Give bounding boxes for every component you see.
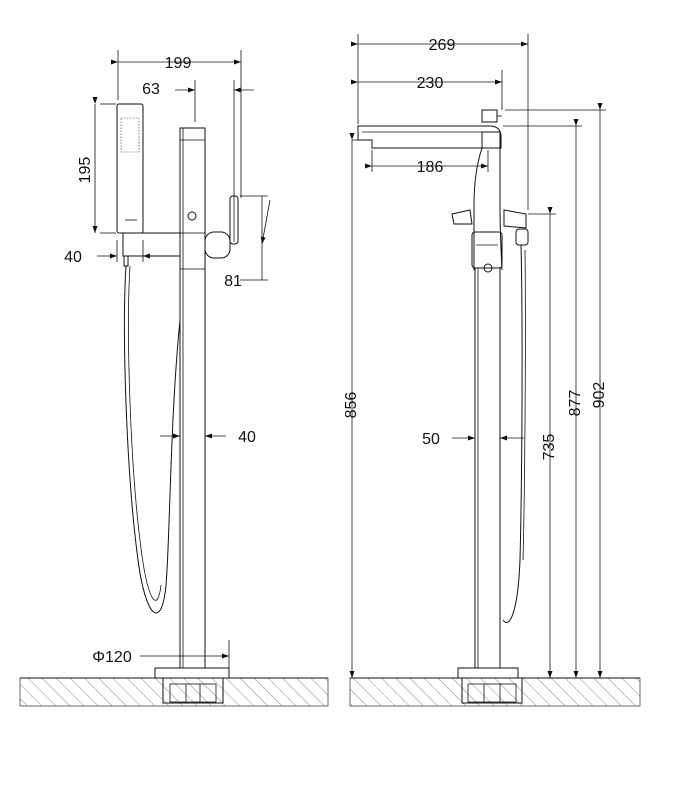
side-base-plate bbox=[154, 667, 230, 679]
floor-side-view bbox=[19, 677, 329, 707]
dim-230: 230 bbox=[417, 75, 444, 92]
dim-856: 856 bbox=[343, 392, 360, 419]
front-dimension-lines bbox=[349, 34, 606, 678]
dim-199: 199 bbox=[165, 55, 192, 72]
dim-50: 50 bbox=[422, 431, 440, 448]
side-dimension-labels: 199 63 195 40 81 40 Φ120 bbox=[64, 55, 256, 666]
dim-63: 63 bbox=[142, 81, 160, 98]
dim-735: 735 bbox=[541, 434, 558, 461]
side-valve-dot bbox=[187, 211, 197, 221]
side-view-faucet bbox=[116, 103, 239, 704]
dim-40-handshower: 40 bbox=[64, 249, 82, 266]
front-view-faucet bbox=[357, 109, 529, 704]
dim-195: 195 bbox=[77, 157, 94, 184]
dim-phi120: Φ120 bbox=[92, 649, 132, 666]
dim-186: 186 bbox=[417, 159, 444, 176]
side-column bbox=[179, 127, 206, 669]
side-hose bbox=[124, 265, 181, 614]
front-column bbox=[474, 267, 501, 669]
front-base-plate bbox=[457, 667, 519, 679]
side-lever bbox=[204, 231, 231, 259]
dim-40-column: 40 bbox=[238, 429, 256, 446]
side-holder-arm bbox=[122, 232, 181, 257]
front-right-handle bbox=[503, 209, 527, 229]
dim-81: 81 bbox=[224, 273, 242, 290]
side-handshower bbox=[116, 103, 144, 234]
front-hose bbox=[502, 244, 523, 623]
dim-877: 877 bbox=[567, 390, 584, 417]
front-dimension-labels: 269 230 186 50 856 735 877 902 bbox=[343, 37, 608, 460]
dim-269: 269 bbox=[429, 37, 456, 54]
front-left-handle bbox=[451, 209, 473, 225]
front-spout bbox=[357, 125, 502, 149]
side-dimension-lines bbox=[92, 50, 271, 668]
dim-902: 902 bbox=[591, 382, 608, 409]
